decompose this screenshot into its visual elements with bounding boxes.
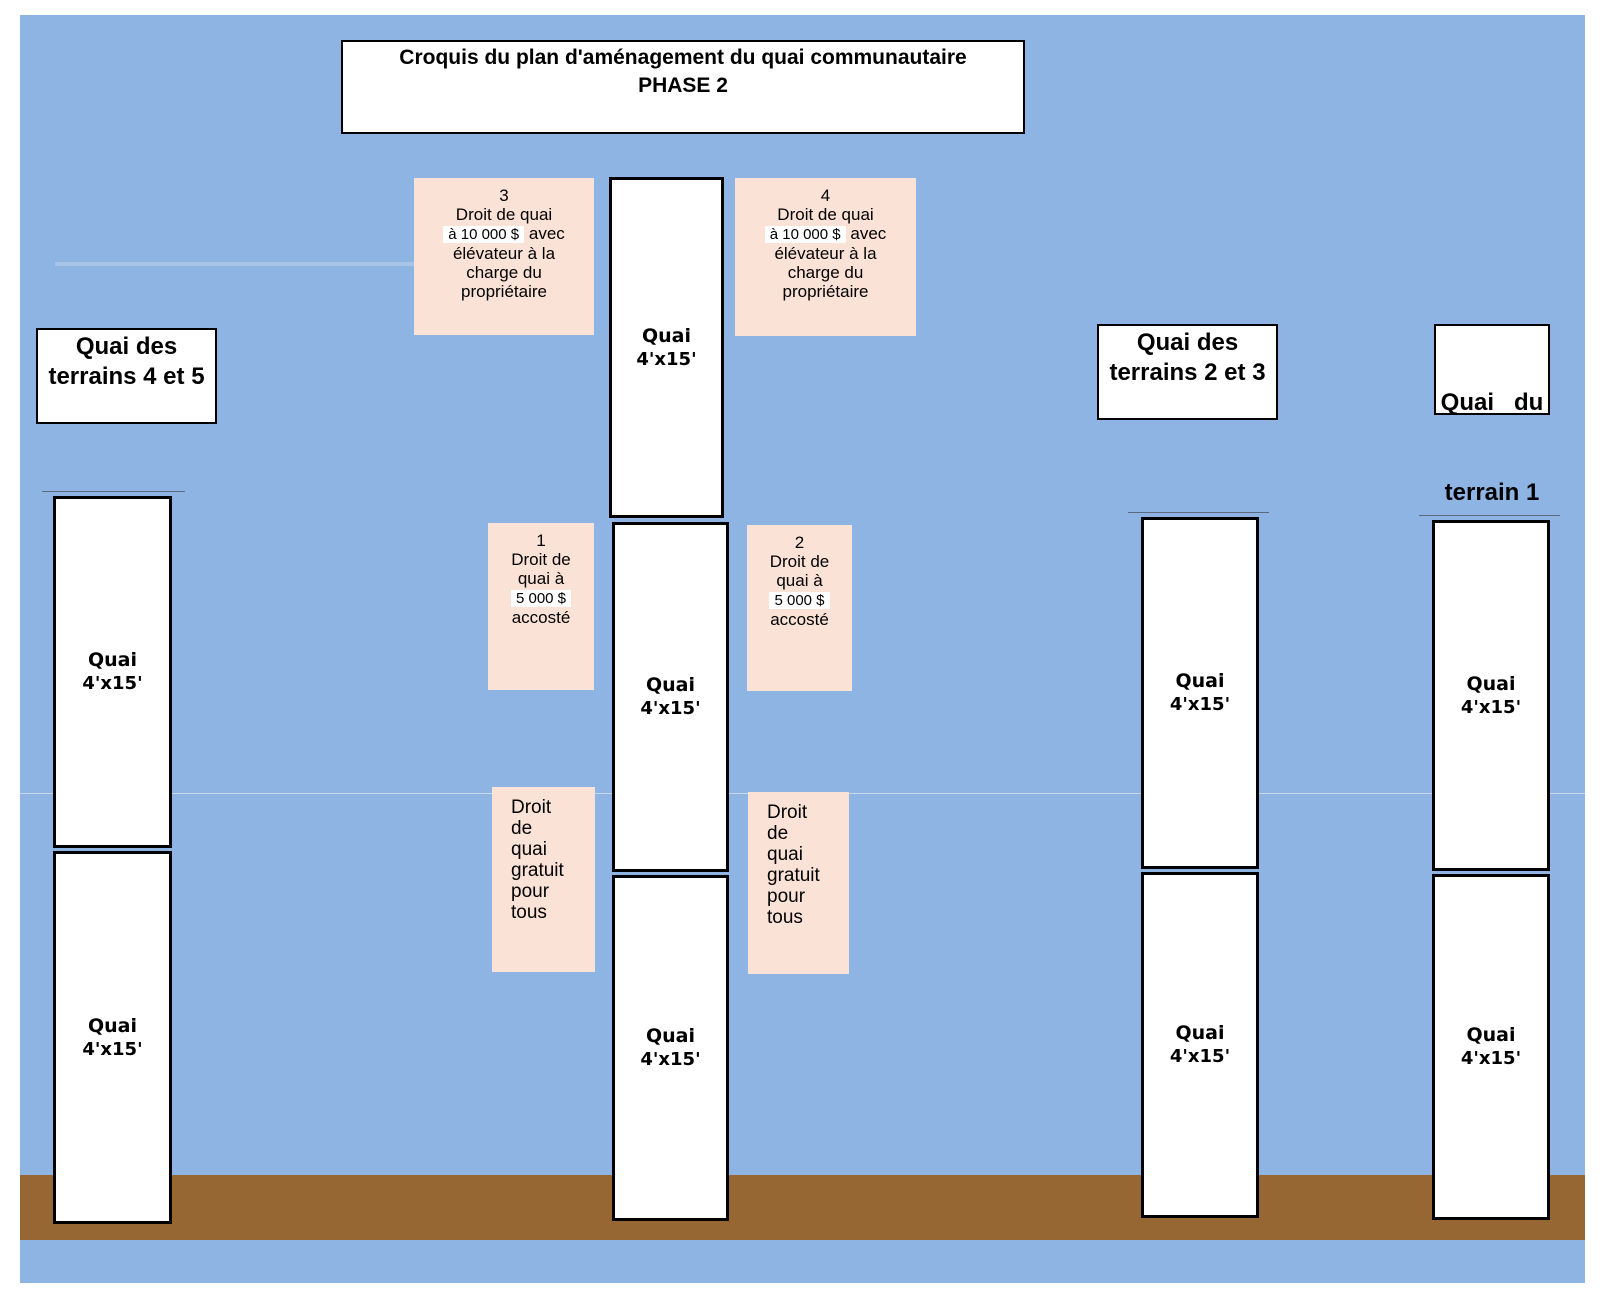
note-text: tous (767, 907, 803, 928)
note-text: de (767, 823, 789, 844)
label-line: terrains 2 et 3 (1109, 359, 1266, 386)
dock-cap-line (1128, 512, 1269, 513)
note-text: gratuit (767, 865, 820, 886)
note-text: avec (850, 224, 887, 243)
title-line-1: Croquis du plan d'aménagement du quai co… (399, 46, 967, 69)
note-text: propriétaire (782, 282, 869, 301)
note-text: tous (511, 902, 547, 923)
dock-size: 4'x15' (1169, 1046, 1231, 1067)
note-text: avec (528, 224, 565, 243)
note-dock-right-4: 4 Droit de quai à 10 000 $ avec élévateu… (735, 178, 916, 336)
note-text: de (511, 818, 533, 839)
note-text: Droit (511, 797, 552, 818)
note-price: à 10 000 $ (443, 226, 525, 243)
label-line: Quai du (1440, 389, 1544, 416)
note-text: accosté (770, 610, 829, 629)
note-text: élévateur à la (774, 244, 877, 263)
dock-word: Quai (87, 1014, 137, 1037)
label-line: Quai des (75, 333, 178, 360)
guide-line (55, 262, 415, 266)
label-line: Quai des (1136, 329, 1239, 356)
title-line-2: PHASE 2 (638, 74, 728, 97)
dock-word: Quai (1175, 670, 1225, 692)
note-text: charge du (787, 263, 864, 282)
note-dock-right-2: 2 Droit de quai à 5 000 $ accosté (747, 525, 852, 691)
note-text: Droit de quai (455, 205, 553, 224)
dock-lot1-lower: Quai 4'x15' (1432, 874, 1550, 1220)
note-number: 4 (820, 186, 831, 205)
dock-lots23-lower: Quai 4'x15' (1141, 872, 1259, 1218)
note-text: gratuit (511, 860, 564, 881)
note-text: pour (511, 881, 550, 902)
dock-size: 4'x15' (636, 348, 697, 370)
dock-central-bottom: Quai 4'x15' (612, 875, 729, 1221)
note-text: accosté (511, 608, 571, 627)
note-text: charge du (466, 263, 542, 282)
dock-central-middle: Quai 4'x15' (612, 522, 729, 872)
note-number: 3 (499, 186, 509, 205)
dock-word: Quai (641, 324, 691, 347)
note-text: quai (767, 844, 803, 865)
note-number: 1 (536, 531, 546, 550)
dock-size: 4'x15' (82, 1038, 143, 1060)
note-dock-right-3: 3 Droit de quai à 10 000 $ avec élévateu… (414, 178, 594, 335)
label-lots-2-3: Quai des terrains 2 et 3 (1097, 324, 1278, 420)
dock-cap-line (42, 491, 185, 492)
label-line: terrains 4 et 5 (48, 363, 205, 390)
dock-size: 4'x15' (640, 698, 701, 719)
note-free-docking-right: Droit de quai gratuit pour tous (748, 792, 849, 974)
label-line: terrain 1 (1444, 479, 1540, 506)
label-lot-1: Quai du terrain 1 (1434, 324, 1550, 506)
note-dock-right-1: 1 Droit de quai à 5 000 $ accosté (488, 523, 594, 690)
note-text: quai (511, 839, 547, 860)
note-price: à 10 000 $ (764, 226, 846, 243)
dock-size: 4'x15' (1460, 1048, 1522, 1069)
dock-word: Quai (1175, 1022, 1225, 1044)
dock-central-top: Quai 4'x15' (609, 177, 724, 518)
note-text: propriétaire (461, 282, 547, 301)
note-price: 5 000 $ (769, 592, 830, 609)
dock-cap-line (1419, 515, 1560, 516)
note-price: 5 000 $ (510, 590, 572, 607)
dock-size: 4'x15' (1169, 694, 1231, 715)
note-text: Droit (767, 802, 808, 823)
dock-lots23-upper: Quai 4'x15' (1141, 517, 1259, 869)
note-text: Droit de quai (777, 205, 874, 224)
note-text: élévateur à la (452, 244, 556, 263)
dock-lot1-upper: Quai 4'x15' (1432, 520, 1550, 871)
dock-word: Quai (1466, 1024, 1516, 1046)
dock-size: 4'x15' (82, 673, 143, 694)
note-text: quai à (517, 569, 565, 588)
note-text: Droit de (769, 552, 830, 571)
dock-word: Quai (87, 649, 137, 671)
dock-size: 4'x15' (640, 1049, 701, 1070)
diagram-title: Croquis du plan d'aménagement du quai co… (341, 40, 1025, 134)
dock-word: Quai (1466, 672, 1516, 695)
note-text: Droit de (511, 550, 571, 569)
shore-strip (20, 1175, 1585, 1240)
note-number: 2 (794, 533, 805, 552)
dock-size: 4'x15' (1460, 696, 1522, 718)
dock-word: Quai (645, 1025, 695, 1047)
label-lots-4-5: Quai des terrains 4 et 5 (36, 328, 217, 424)
note-free-docking-left: Droit de quai gratuit pour tous (492, 787, 595, 972)
dock-word: Quai (645, 674, 695, 696)
dock-lots45-lower: Quai 4'x15' (53, 851, 172, 1224)
note-text: pour (767, 886, 806, 907)
dock-lots45-upper: Quai 4'x15' (53, 496, 172, 848)
note-text: quai à (776, 571, 823, 590)
